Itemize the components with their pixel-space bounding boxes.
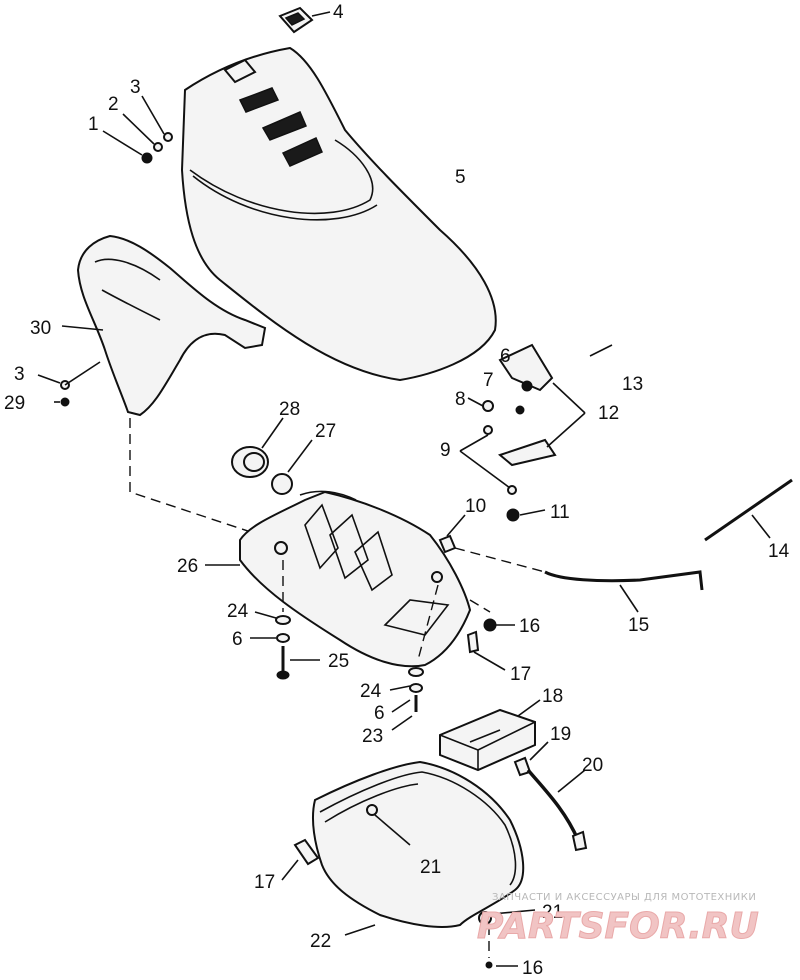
- hardware-group-16-17: [466, 599, 515, 671]
- callout-12: 12: [598, 403, 619, 424]
- callout-7: 7: [483, 370, 494, 391]
- callout-17: 17: [254, 872, 275, 893]
- watermark: ЗАПЧАСТИ И АКСЕССУАРЫ ДЛЯ МОТОТЕХНИКИ PA…: [477, 892, 760, 948]
- callout-4: 4: [333, 2, 344, 23]
- callout-24: 24: [227, 601, 249, 622]
- callout-2: 2: [108, 94, 119, 115]
- callout-20: 20: [582, 755, 603, 776]
- tray-part-22: [281, 760, 536, 969]
- watermark-logo: PARTSFOR.RU: [477, 906, 759, 947]
- callout-8: 8: [455, 389, 466, 410]
- callout-30: 30: [30, 318, 51, 339]
- ring-part-27: [271, 439, 313, 495]
- callout-1: 1: [88, 114, 99, 135]
- callout-29: 29: [4, 393, 25, 414]
- box-part-18: [439, 699, 541, 772]
- panel-part-30: [61, 234, 267, 417]
- callout-3: 3: [130, 77, 141, 98]
- callout-9: 9: [440, 440, 451, 461]
- callout-24: 24: [360, 681, 382, 702]
- bracket-assembly-12: [459, 343, 613, 522]
- callout-16: 16: [522, 958, 543, 979]
- callout-28: 28: [279, 399, 300, 420]
- callout-25: 25: [328, 651, 349, 672]
- hardware-group-24-6-25: [250, 560, 320, 680]
- hardware-group-1-3: [102, 95, 173, 164]
- callout-3: 3: [14, 364, 25, 385]
- cap-part-28: [231, 417, 284, 478]
- callout-6: 6: [374, 703, 385, 724]
- watermark-caption: ЗАПЧАСТИ И АКСЕССУАРЫ ДЛЯ МОТОТЕХНИКИ: [492, 892, 756, 903]
- connection-line-30-26: [129, 418, 276, 541]
- rod-part-14: [704, 478, 793, 542]
- callout-27: 27: [315, 421, 336, 442]
- callout-14: 14: [768, 541, 790, 562]
- callout-23: 23: [362, 726, 383, 747]
- callout-11: 11: [550, 502, 570, 523]
- strap-part-19-20: [513, 741, 588, 852]
- callout-15: 15: [628, 615, 649, 636]
- clip-part-10: [438, 514, 546, 573]
- callout-5: 5: [455, 167, 466, 188]
- latch-part-4: [278, 6, 331, 34]
- callout-21: 21: [420, 857, 441, 878]
- callout-19: 19: [550, 724, 571, 745]
- hardware-group-24-6-23: [389, 584, 439, 731]
- callout-22: 22: [310, 931, 331, 952]
- seat-part-5: [180, 46, 497, 382]
- callout-labels: 4 3 2 1 5 30 3 29 6 13 7 8 12 9 28 27 10…: [4, 2, 790, 979]
- callout-16: 16: [519, 616, 540, 637]
- callout-6: 6: [500, 346, 511, 367]
- hardware-group-29-3: [37, 361, 101, 407]
- callout-13: 13: [622, 374, 643, 395]
- callout-21: 21: [542, 902, 563, 923]
- callout-10: 10: [465, 496, 486, 517]
- callout-18: 18: [542, 686, 563, 707]
- tank-part-26: [205, 490, 472, 668]
- callout-17: 17: [510, 664, 531, 685]
- cable-part-15: [544, 570, 704, 613]
- callout-6: 6: [232, 629, 243, 650]
- callout-26: 26: [177, 556, 198, 577]
